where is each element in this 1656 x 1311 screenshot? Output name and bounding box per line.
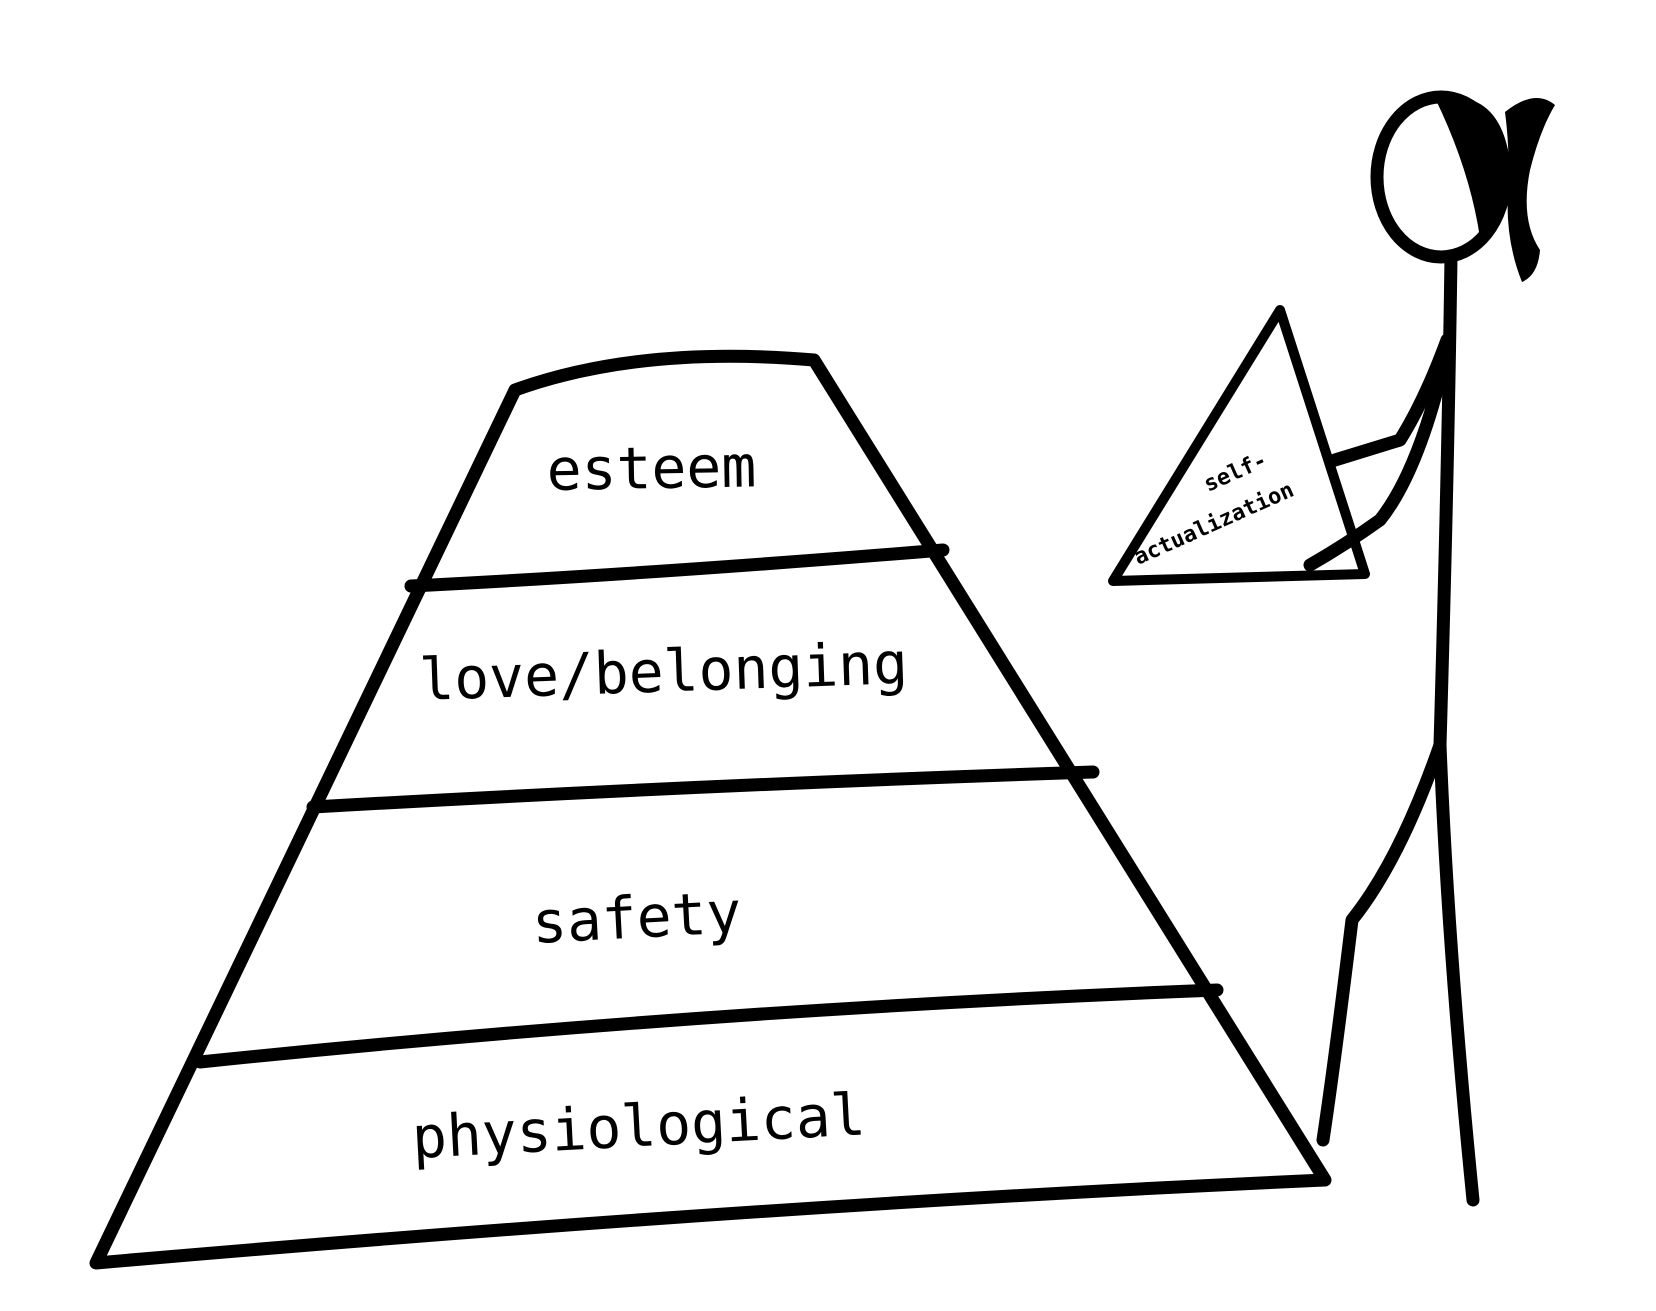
pyramid-tip: self- actualization [1108, 305, 1370, 586]
tip-outline [1108, 305, 1370, 586]
tier-label-esteem: esteem [546, 432, 757, 504]
stick-figure [1303, 90, 1555, 1207]
figure-arm-lower [1303, 343, 1454, 572]
tier-label-physiological: physiological [410, 1080, 867, 1172]
tier-divider-1 [404, 543, 950, 593]
tier-label-safety: safety [530, 878, 743, 957]
tier-divider-3 [193, 983, 1224, 1069]
figure-leg-right [1433, 738, 1480, 1207]
tier-label-love-belonging: love/belonging [418, 629, 909, 714]
figure-leg-left [1316, 738, 1447, 1147]
tier-divider-2 [306, 765, 1100, 814]
figure-body [1433, 250, 1458, 752]
figure-hair [1435, 96, 1509, 238]
figure-ponytail [1505, 97, 1555, 282]
pyramid: esteem love/belonging safety physiologic… [89, 349, 1332, 1270]
pyramid-outline [89, 349, 1332, 1270]
